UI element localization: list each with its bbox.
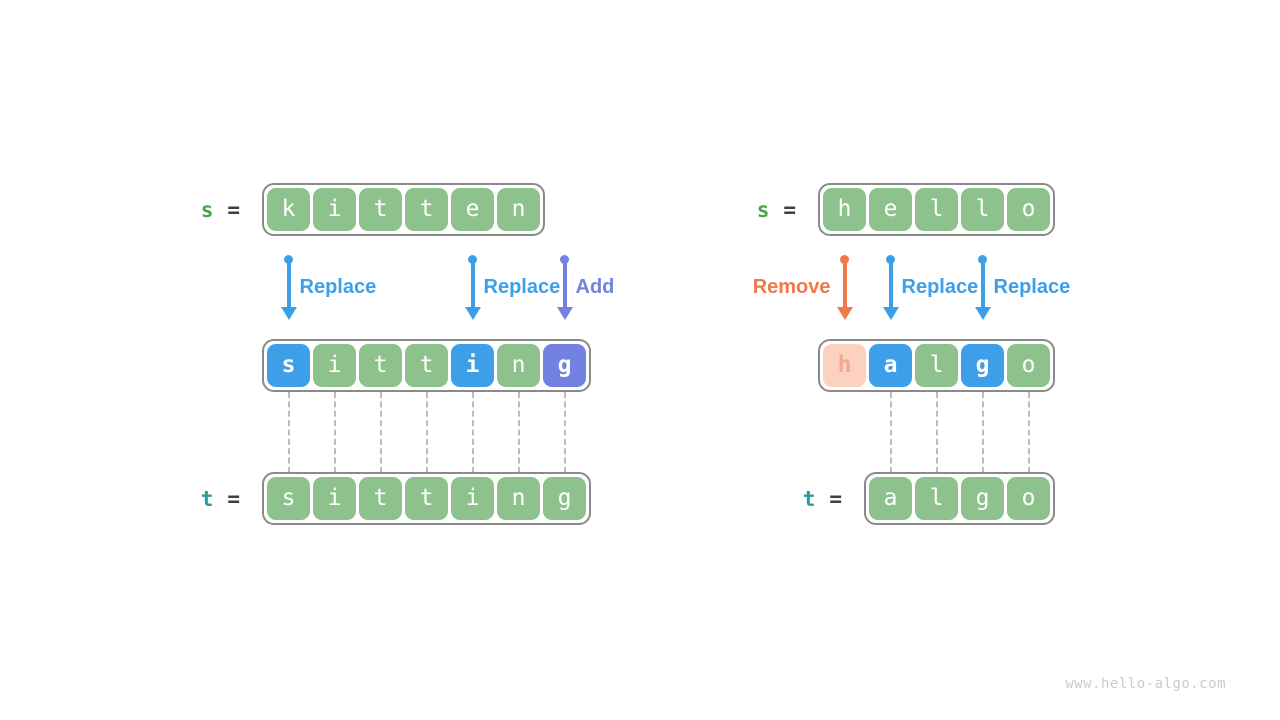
equals-sign: = xyxy=(227,197,240,222)
hello-to-algo-source-label: s= xyxy=(757,183,796,236)
alignment-connector-line xyxy=(889,392,892,473)
alignment-connector-line xyxy=(471,392,474,473)
char-cell-green: l xyxy=(915,477,958,520)
arrow-shaft xyxy=(980,259,985,308)
replace-op-label: Replace xyxy=(993,276,1071,298)
char-cell-green: i xyxy=(313,344,356,387)
replace-arrow-icon xyxy=(974,255,991,320)
char-cell-green: s xyxy=(267,477,310,520)
char-cell-green: t xyxy=(405,344,448,387)
char-cell-green: l xyxy=(915,188,958,231)
char-cell-green: n xyxy=(497,477,540,520)
alignment-connector-line xyxy=(379,392,382,473)
char-cell-green: n xyxy=(497,188,540,231)
arrow-head xyxy=(280,307,297,320)
arrow-head xyxy=(556,307,573,320)
equals-sign: = xyxy=(829,486,842,511)
alignment-connector-line xyxy=(981,392,984,473)
char-cell-green: t xyxy=(405,477,448,520)
char-cell-green: l xyxy=(915,344,958,387)
char-cell-green: i xyxy=(451,477,494,520)
char-cell-green: a xyxy=(869,477,912,520)
alignment-connector-line xyxy=(1027,392,1030,473)
watermark: www.hello-algo.com xyxy=(1065,676,1226,692)
char-cell-green: e xyxy=(869,188,912,231)
char-cell-green: h xyxy=(823,188,866,231)
remove-op-label: Remove xyxy=(752,276,831,298)
variable-name: s xyxy=(200,197,214,222)
char-cell-green: n xyxy=(497,344,540,387)
char-cell-blue: s xyxy=(267,344,310,387)
replace-arrow-icon xyxy=(882,255,899,320)
char-cell-green: t xyxy=(359,188,402,231)
char-cell-blue: a xyxy=(869,344,912,387)
char-cell-blue: i xyxy=(451,344,494,387)
arrow-head xyxy=(974,307,991,320)
alignment-connector-line xyxy=(563,392,566,473)
alignment-connector-line xyxy=(517,392,520,473)
char-cell-peach: h xyxy=(823,344,866,387)
arrow-shaft xyxy=(888,259,893,308)
arrow-head xyxy=(882,307,899,320)
arrow-head xyxy=(836,307,853,320)
variable-name: t xyxy=(200,486,214,511)
char-cell-blue: g xyxy=(961,344,1004,387)
kitten-to-sitting-source-label: s= xyxy=(201,183,240,236)
char-cell-green: o xyxy=(1007,188,1050,231)
char-cell-green: g xyxy=(961,477,1004,520)
alignment-connector-line xyxy=(333,392,336,473)
char-cell-green: t xyxy=(405,188,448,231)
replace-op-label: Replace xyxy=(901,276,979,298)
equals-sign: = xyxy=(783,197,796,222)
replace-arrow-icon xyxy=(464,255,481,320)
remove-arrow-icon xyxy=(836,255,853,320)
alignment-connector-line xyxy=(425,392,428,473)
replace-arrow-icon xyxy=(280,255,297,320)
char-cell-purple: g xyxy=(543,344,586,387)
variable-name: t xyxy=(802,486,816,511)
kitten-to-sitting-target-label: t= xyxy=(201,472,240,525)
arrow-shaft xyxy=(562,259,567,308)
replace-op-label: Replace xyxy=(299,276,377,298)
replace-op-label: Replace xyxy=(483,276,561,298)
alignment-connector-line xyxy=(287,392,290,473)
variable-name: s xyxy=(756,197,770,222)
char-cell-green: o xyxy=(1007,344,1050,387)
arrow-shaft xyxy=(286,259,291,308)
char-cell-green: i xyxy=(313,188,356,231)
arrow-head xyxy=(464,307,481,320)
alignment-connector-line xyxy=(935,392,938,473)
char-cell-green: k xyxy=(267,188,310,231)
char-cell-green: t xyxy=(359,344,402,387)
char-cell-green: g xyxy=(543,477,586,520)
add-op-label: Add xyxy=(575,276,615,298)
char-cell-green: e xyxy=(451,188,494,231)
char-cell-green: o xyxy=(1007,477,1050,520)
char-cell-green: t xyxy=(359,477,402,520)
char-cell-green: i xyxy=(313,477,356,520)
arrow-shaft xyxy=(842,259,847,308)
arrow-shaft xyxy=(470,259,475,308)
add-arrow-icon xyxy=(556,255,573,320)
hello-to-algo-target-label: t= xyxy=(803,472,842,525)
equals-sign: = xyxy=(227,486,240,511)
char-cell-green: l xyxy=(961,188,1004,231)
